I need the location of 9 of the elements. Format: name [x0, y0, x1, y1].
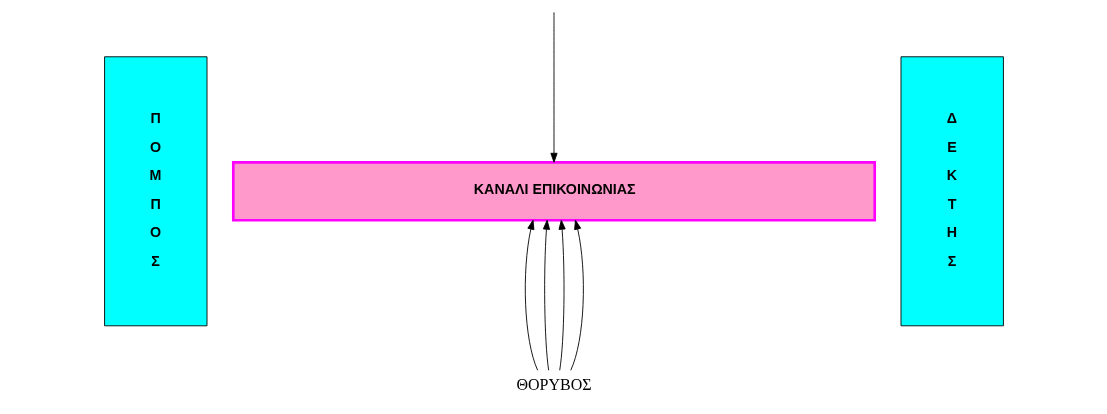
arrow — [542, 219, 550, 371]
arrow — [569, 219, 584, 371]
node-box: ΚΑΝΑΛΙ ΕΠΙΚΟΙΝΩΝΙΑΣ — [231, 161, 876, 222]
arrow — [524, 219, 538, 371]
node-box: Π Ο Μ Π Ο Σ — [103, 56, 207, 327]
node-text: ΘΟΡΥΒΟΣ — [515, 376, 592, 394]
node-box: Δ Ε Κ Τ Η Σ — [900, 56, 1004, 327]
arrow — [549, 11, 558, 163]
arrow — [558, 219, 566, 371]
